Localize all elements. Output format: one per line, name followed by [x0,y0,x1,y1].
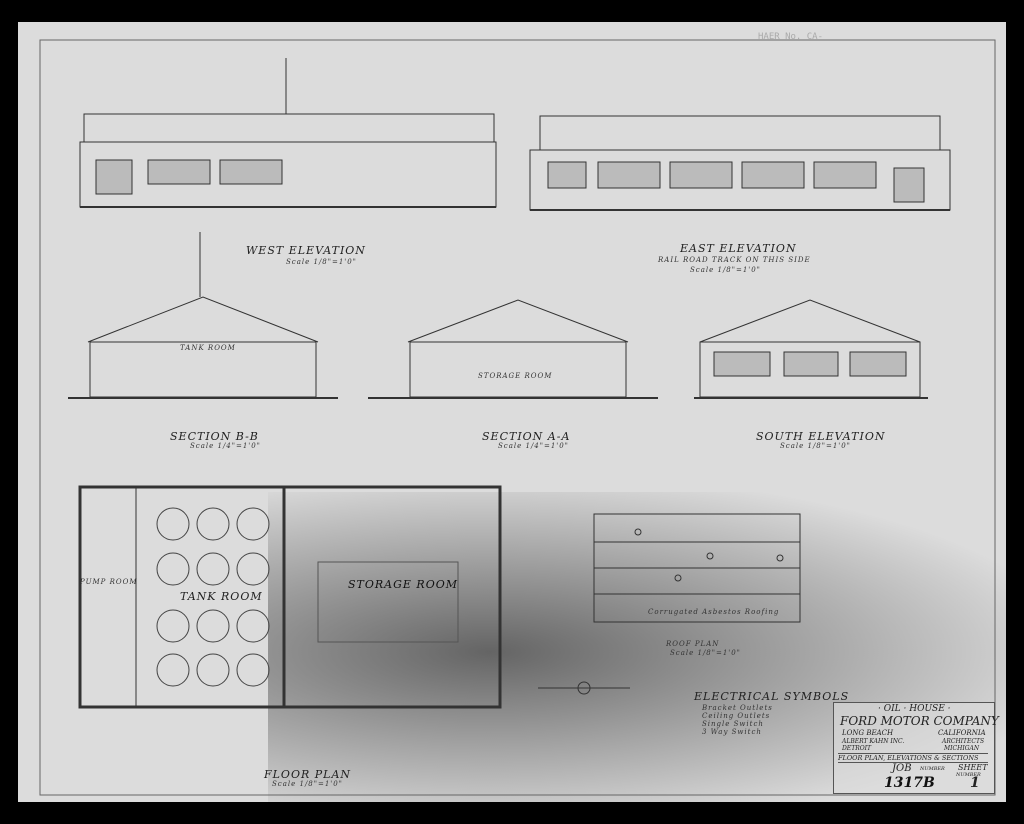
west-elevation-drawing [79,58,497,208]
roof-plan-note: Corrugated Asbestos Roofing [648,608,780,616]
section-bb-title: SECTION B-B [170,430,259,443]
west-elevation-scale: Scale 1/8"=1'0" [286,258,357,266]
east-elevation-title: EAST ELEVATION [680,242,797,255]
sheet-label: SHEET [958,763,988,772]
floor-plan-title: FLOOR PLAN [264,768,352,781]
architect-city: DETROIT [842,745,872,752]
section-bb-drawing [68,232,338,399]
pump-room-label: PUMP ROOM [80,578,138,586]
title-block: · OIL · HOUSE · FORD MOTOR COMPANY LONG … [833,702,999,794]
west-elevation-title: WEST ELEVATION [246,244,366,257]
architect-state: MICHIGAN [944,745,980,752]
company-name: FORD MOTOR COMPANY [840,714,999,728]
south-elevation-title: SOUTH ELEVATION [756,430,886,443]
roof-plan-drawing [593,513,801,623]
tank-room-label: TANK ROOM [180,590,263,603]
architect-role: ARCHITECTS [942,738,985,745]
section-aa-room: STORAGE ROOM [478,372,553,380]
state: CALIFORNIA [938,729,986,737]
electrical-symbols-title: ELECTRICAL SYMBOLS [694,690,850,703]
electrical-item: Bracket Outlets [702,704,773,712]
sheet-sublabel: NUMBER [956,772,981,778]
section-aa-title: SECTION A-A [482,430,571,443]
section-aa-drawing [368,299,658,399]
architect: ALBERT KAHN INC. [842,738,905,745]
sheet-number: 1 [970,775,980,791]
east-elevation-drawing [529,115,951,211]
section-bb-scale: Scale 1/4"=1'0" [190,442,261,450]
job-label: JOB [892,763,912,774]
south-elevation-scale: Scale 1/8"=1'0" [780,442,851,450]
east-elevation-scale: Scale 1/8"=1'0" [690,266,761,274]
section-aa-scale: Scale 1/4"=1'0" [498,442,569,450]
haer-number: HAER No. CA- [758,32,824,42]
east-elevation-note: RAIL ROAD TRACK ON THIS SIDE [658,256,811,264]
section-bb-room: TANK ROOM [180,344,236,352]
roof-plan-title: ROOF PLAN [666,640,720,648]
electrical-item: Ceiling Outlets [702,712,771,720]
job-number: 1317B [884,775,935,791]
blueprint-sheet: HAER No. CA- WEST ELEVATION Scale 1/8"=1… [18,22,1006,802]
roof-plan-scale: Scale 1/8"=1'0" [670,649,741,657]
floor-plan-drawing [78,485,502,709]
drawing-linework [39,39,996,796]
city: LONG BEACH [842,729,894,737]
building-name: · OIL · HOUSE · [878,704,951,714]
electrical-item: 3 Way Switch [702,728,762,736]
south-elevation-drawing [694,299,928,399]
storage-room-label: STORAGE ROOM [348,578,459,591]
job-sublabel: NUMBER [920,766,945,772]
floor-plan-scale: Scale 1/8"=1'0" [272,780,343,788]
sheet-title: FLOOR PLAN, ELEVATIONS & SECTIONS [838,753,988,763]
electrical-item: Single Switch [702,720,764,728]
